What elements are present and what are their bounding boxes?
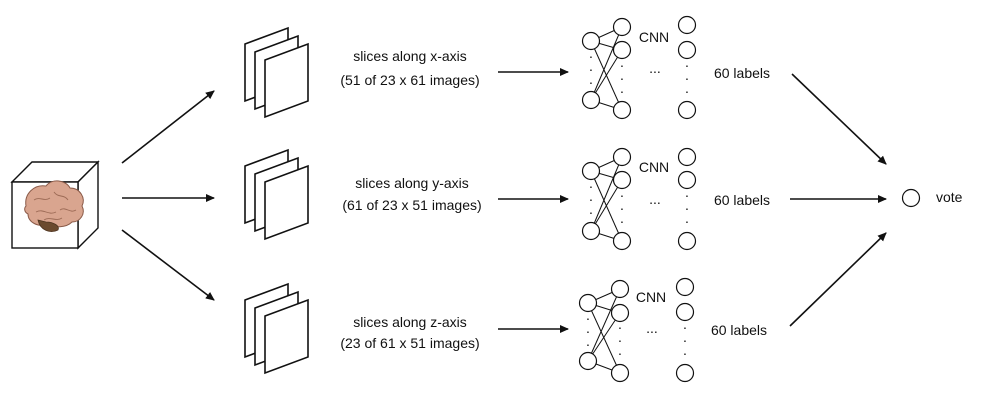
svg-text:·: · [589,61,594,77]
ellipsis-z: ... [646,320,658,336]
svg-text:·: · [589,48,594,64]
svg-text:·: · [586,323,591,339]
svg-text:·: · [618,332,623,348]
svg-text:·: · [618,319,623,335]
slices-detail-z: (23 of 61 x 51 images) [340,335,479,351]
slices-title-x: slices along x-axis [353,48,467,64]
cnn-label-y: CNN [639,159,669,175]
slices-title-y: slices along y-axis [355,175,469,191]
brain-volume-icon [10,160,100,250]
arrow-z-to-vote [789,232,887,327]
svg-text:·: · [685,83,690,99]
svg-text:·: · [586,310,591,326]
cnn-label-z: CNN [636,289,666,305]
svg-text:·: · [683,332,688,348]
svg-text:·: · [586,336,591,352]
svg-text:·: · [589,74,594,90]
svg-text:·: · [683,319,688,335]
slices-title-z: slices along z-axis [353,314,467,330]
svg-text:·: · [685,213,690,229]
svg-text:·: · [620,213,625,229]
cnn-network-y: · · · · · · · · · [581,147,697,251]
svg-text:·: · [620,70,625,86]
svg-text:·: · [685,200,690,216]
svg-text:·: · [685,187,690,203]
svg-text:·: · [620,83,625,99]
svg-text:·: · [589,178,594,194]
svg-text:·: · [683,345,688,361]
labels-text-y: 60 labels [714,192,770,208]
svg-text:·: · [618,345,623,361]
vote-node [901,188,921,208]
vote-label: vote [936,189,963,205]
svg-text:·: · [589,204,594,220]
labels-text-x: 60 labels [714,65,770,81]
svg-text:·: · [620,57,625,73]
slice-stack-x [244,26,309,119]
arrow-x-to-vote [791,73,887,165]
svg-text:·: · [685,57,690,73]
arrow-to-z-slices [121,229,215,301]
slices-detail-y: (61 of 23 x 51 images) [342,197,481,213]
slice-stack-z [244,282,309,375]
cnn-network-z: · · · · · · · · · [578,277,695,383]
arrow-to-x-slices [121,90,215,164]
ellipsis-y: ... [649,191,661,207]
cnn-label-x: CNN [639,29,669,45]
svg-text:·: · [685,70,690,86]
ellipsis-x: ... [649,60,661,76]
svg-text:·: · [589,191,594,207]
svg-text:·: · [620,187,625,203]
slice-stack-y [244,148,309,241]
svg-text:·: · [620,200,625,216]
slices-detail-x: (51 of 23 x 61 images) [340,72,479,88]
cnn-network-x: · · · · · · · · · [581,15,697,120]
labels-text-z: 60 labels [711,322,767,338]
